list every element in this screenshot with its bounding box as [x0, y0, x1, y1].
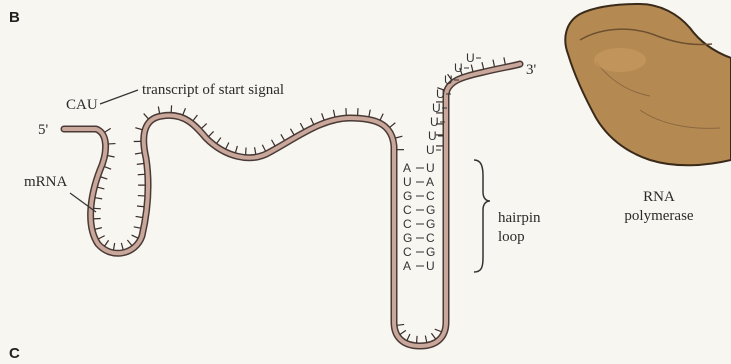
tail-base: U: [466, 51, 475, 65]
start-signal-label: transcript of start signal: [142, 82, 284, 98]
base-tick: [369, 110, 370, 117]
base-tick: [435, 329, 442, 331]
base-tick: [98, 236, 104, 239]
base-tick: [105, 240, 109, 246]
base-tick: [135, 153, 142, 154]
stem-base-right: G: [426, 217, 435, 231]
base-tick: [397, 324, 404, 325]
base-tick: [193, 115, 197, 121]
base-tick: [95, 198, 102, 199]
panel-label-c: C: [9, 345, 20, 362]
hairpin-bracket: [474, 160, 490, 272]
base-tick: [135, 128, 142, 130]
tail-base: U: [426, 143, 435, 157]
base-tick: [380, 114, 383, 120]
stem-base-right: G: [426, 203, 435, 217]
base-tick: [333, 110, 334, 117]
stem-base-left: U: [403, 175, 412, 189]
base-tick: [158, 106, 159, 113]
base-tick: [396, 136, 403, 138]
base-tick: [271, 140, 274, 146]
base-tick: [134, 227, 141, 228]
base-tick: [127, 240, 131, 245]
stem-base-right: A: [426, 175, 434, 189]
polymerase-label-line2: polymerase: [624, 208, 693, 224]
mrna-strand: [64, 64, 520, 346]
base-tick: [311, 118, 314, 124]
base-tick: [471, 65, 473, 72]
tail-base: U: [428, 129, 437, 143]
stem-base-left: G: [403, 189, 412, 203]
base-tick: [183, 108, 186, 114]
panel-label-b: B: [9, 9, 20, 26]
stem-base-right: U: [426, 259, 435, 273]
base-tick: [202, 124, 207, 129]
base-tick: [113, 243, 114, 250]
base-tick: [144, 114, 149, 119]
base-tick: [108, 156, 115, 157]
base-tick: [255, 147, 256, 154]
stem-base-right: C: [426, 189, 435, 203]
stem-base-right: G: [426, 245, 435, 259]
three-prime-label: 3': [526, 62, 537, 78]
base-tick: [262, 145, 265, 151]
base-tick: [390, 123, 395, 127]
start-codon-label: CAU: [66, 97, 98, 113]
base-tick: [95, 228, 102, 230]
base-tick: [431, 333, 435, 339]
start-codon-leader: [100, 90, 138, 104]
base-tick: [482, 62, 484, 69]
hairpin-label-line1: hairpin: [498, 210, 541, 226]
base-tick: [101, 177, 108, 179]
hairpin-label-line2: loop: [498, 229, 525, 245]
base-tick: [105, 128, 111, 132]
base-tick: [98, 187, 105, 189]
five-prime-label: 5': [38, 122, 49, 138]
base-tick: [226, 142, 229, 148]
stem-base-left: G: [403, 231, 412, 245]
base-tick: [136, 216, 143, 217]
base-tick: [407, 334, 410, 340]
rna-polymerase-shape: [565, 4, 731, 165]
base-tick: [504, 57, 505, 64]
polymerase-label-line1: RNA: [643, 189, 675, 205]
tail-base: U: [454, 61, 463, 75]
mrna-label: mRNA: [24, 174, 68, 190]
stem-base-left: A: [403, 259, 411, 273]
base-tick: [137, 164, 144, 165]
base-tick: [209, 131, 214, 136]
base-tick: [94, 208, 101, 209]
base-tick: [121, 243, 123, 250]
stem-base-left: C: [403, 245, 412, 259]
base-tick: [281, 134, 285, 140]
base-tick: [217, 138, 221, 144]
tail-base: U: [436, 87, 445, 101]
stem-base-left: C: [403, 203, 412, 217]
base-tick: [493, 60, 494, 67]
base-tick: [300, 123, 303, 129]
stem-base-right: U: [426, 161, 435, 175]
tail-base: U: [432, 101, 441, 115]
base-tick: [425, 336, 426, 343]
base-tick: [290, 129, 293, 135]
base-tick: [132, 235, 138, 238]
base-tick: [235, 146, 237, 153]
base-tick: [105, 167, 112, 169]
tail-base: U: [430, 115, 439, 129]
tail-base: U: [444, 73, 453, 87]
base-tick: [400, 330, 406, 334]
stem-base-right: C: [426, 231, 435, 245]
base-tick: [137, 206, 144, 207]
stem-base-left: C: [403, 217, 412, 231]
stem-base-left: A: [403, 161, 411, 175]
base-tick: [322, 113, 324, 120]
